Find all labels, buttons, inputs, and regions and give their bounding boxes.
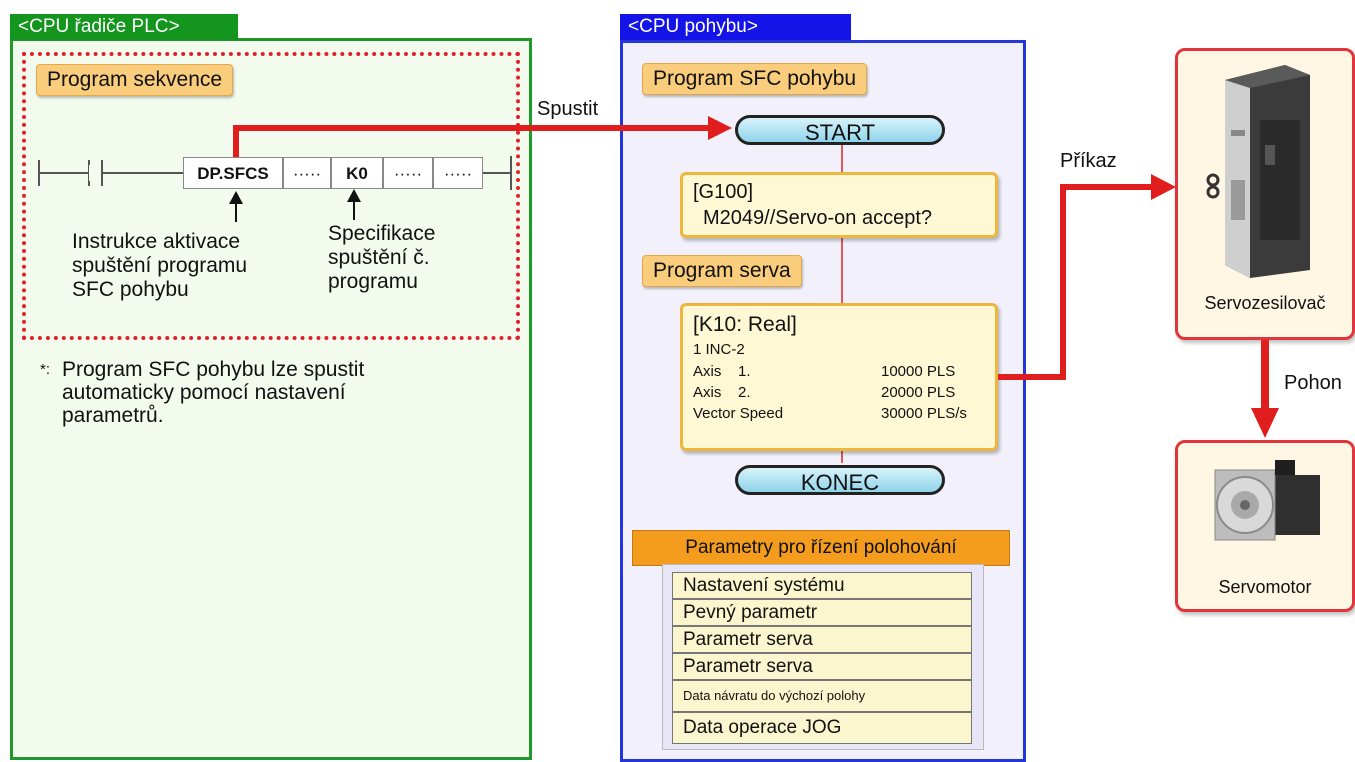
sfc-end-step: KONEC <box>735 465 945 495</box>
param-jog-operation: Data operace JOG <box>672 712 972 744</box>
servo-motor-box <box>1175 440 1355 612</box>
start-arrow <box>233 125 712 157</box>
drive-arrow-head <box>1251 408 1279 438</box>
param-home-return: Data návratu do výchozí polohy <box>672 680 972 712</box>
annotation-instruction: Instrukce aktivace spuštění programu SFC… <box>72 230 248 301</box>
contact-gap <box>89 165 101 181</box>
k10-row-axis-2: Axis 2. 20000 PLS <box>693 384 956 401</box>
annotation-program-spec: Specifikace spuštění č. programu <box>328 222 436 293</box>
contact-bar-right <box>101 160 103 186</box>
ladder-dots-cell-3: ····· <box>433 157 483 189</box>
k10-row-vector-speed: Vector Speed 30000 PLS/s <box>693 405 967 422</box>
ladder-dots-cell-2: ····· <box>383 157 433 189</box>
ladder-instruction-cell: DP.SFCS <box>183 157 283 189</box>
motion-cpu-tab: <CPU pohybu> <box>620 14 851 40</box>
param-system-settings: Nastavení systému <box>672 572 972 599</box>
command-arrow-label: Příkaz <box>1060 150 1117 172</box>
ladder-end-rail <box>510 156 512 190</box>
drive-arrow-label: Pohon <box>1284 372 1342 394</box>
command-arrow <box>998 184 1155 380</box>
note-marker: *: <box>40 361 51 378</box>
ladder-k0-cell: K0 <box>331 157 383 189</box>
sequence-program-label: Program sekvence <box>36 64 234 96</box>
autostart-note: Program SFC pohybu lze spustit automatic… <box>62 358 365 427</box>
k10-row-axis-1: Axis 1. 10000 PLS <box>693 363 956 380</box>
servo-amplifier-label: Servozesilovač <box>1204 293 1326 313</box>
param-servo-2: Parametr serva <box>672 653 972 680</box>
command-arrow-head <box>1151 174 1176 200</box>
positioning-params-header: Parametry pro řízení polohování <box>632 530 1010 566</box>
servo-amplifier-icon <box>1206 65 1310 278</box>
sfc-start-step: START <box>735 115 945 145</box>
ladder-rail-left <box>38 172 184 174</box>
param-fixed: Pevný parametr <box>672 599 972 626</box>
start-arrow-label: Spustit <box>537 98 599 120</box>
ladder-power-rail <box>38 160 40 186</box>
servo-motor-icon <box>1214 460 1320 541</box>
start-arrow-head <box>708 116 732 140</box>
ladder-dots-cell-1: ····· <box>283 157 331 189</box>
ladder-rail-right <box>483 172 511 174</box>
servo-program-label: Program serva <box>642 255 802 287</box>
servo-motor-label: Servomotor <box>1218 577 1312 597</box>
sequence-program-area <box>22 52 520 340</box>
plc-cpu-tab: <CPU řadiče PLC> <box>10 14 238 40</box>
motion-sfc-program-label: Program SFC pohybu <box>642 63 868 95</box>
annotation-arrows <box>229 189 361 222</box>
k10-servo-program-box: [K10: Real] 1 INC-2 Axis 1. 10000 PLS Ax… <box>680 303 998 451</box>
param-servo-1: Parametr serva <box>672 626 972 653</box>
g100-transition-box: [G100] M2049//Servo-on accept? <box>680 172 998 238</box>
